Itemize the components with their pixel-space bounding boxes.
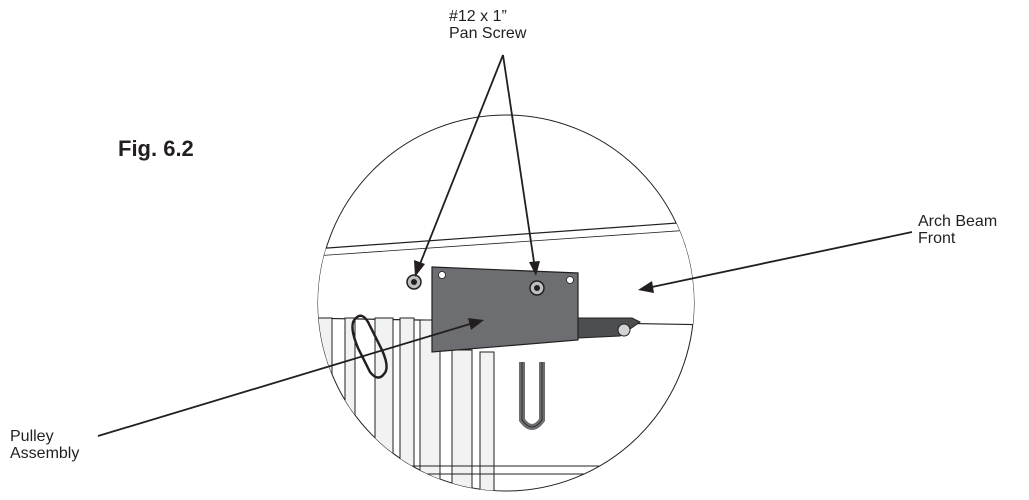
leader-pulley — [97, 318, 484, 437]
pulley-callout-line2: Assembly — [10, 445, 80, 462]
pulley-bracket-plate — [431, 266, 579, 353]
carabiner — [351, 314, 388, 379]
screw-callout: #12 x 1” Pan Screw — [449, 8, 559, 42]
arch-beam-callout-line2: Front — [918, 230, 956, 247]
screw-callout-line2: Pan Screw — [449, 25, 527, 42]
detail-contents — [318, 219, 694, 491]
arch-beam-callout-line1: Arch Beam — [918, 213, 998, 230]
leader-screw-left — [414, 54, 504, 277]
pulley-callout: Pulley Assembly — [10, 428, 79, 462]
screw-callout-line1: #12 x 1” — [449, 8, 507, 25]
pan-screw-left — [406, 274, 422, 290]
figure-title: Fig. 6.2 — [118, 136, 194, 161]
leader-screw-right — [502, 54, 540, 276]
frame-uprights — [318, 317, 495, 491]
pulley-callout-line1: Pulley — [10, 428, 54, 445]
leader-arch-beam — [638, 231, 913, 293]
pan-screw-right — [529, 280, 545, 296]
arch-beam-callout: Arch Beam Front — [918, 213, 997, 247]
